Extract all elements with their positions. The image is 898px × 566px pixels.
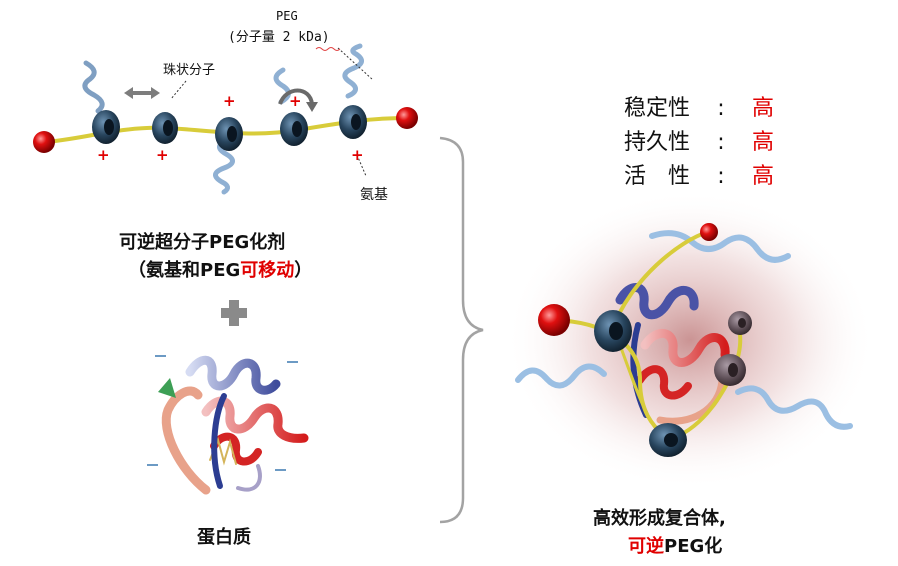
protein-ribbon — [158, 355, 309, 495]
property-row-durability: 持久性:高 — [624, 130, 775, 155]
complex-subtitle: 可逆PEG化 — [628, 536, 723, 557]
protein-label: 蛋白质 — [197, 527, 251, 548]
peg-mw-label: (分子量 2 kDa) — [228, 30, 330, 45]
peg-chains — [82, 43, 364, 195]
move-arrow — [124, 87, 160, 99]
peg-label: PEG — [276, 9, 298, 23]
brace — [439, 136, 484, 524]
charge-plus: + — [289, 92, 302, 110]
charge-plus: + — [223, 92, 236, 110]
complex-rings — [594, 310, 752, 457]
agent-subtitle: （氨基和PEG可移动） — [128, 260, 313, 281]
amino-label: 氨基 — [360, 187, 388, 203]
complex-peg — [515, 230, 853, 430]
rotate-arrow — [278, 88, 314, 105]
stopper-right — [396, 107, 418, 129]
stopper-left — [33, 131, 55, 153]
plus-sign — [221, 300, 247, 326]
charge-plus: + — [97, 146, 110, 164]
ring-beads — [92, 105, 367, 151]
complex-stopper-top — [700, 223, 718, 241]
negative-charges — [147, 355, 298, 471]
property-row-activity: 活 性:高 — [624, 164, 775, 189]
charge-plus: + — [156, 146, 169, 164]
bead-label: 珠状分子 — [163, 63, 216, 78]
complex-stopper-left — [538, 304, 570, 336]
property-row-stability: 稳定性:高 — [624, 96, 775, 121]
complex-protein — [615, 283, 730, 425]
agent-title: 可逆超分子PEG化剂 — [119, 232, 286, 253]
complex-title: 高效形成复合体, — [593, 508, 726, 529]
complex-glow — [505, 190, 875, 490]
property-list: 稳定性:高 持久性:高 活 性:高 — [624, 92, 774, 194]
charge-plus: + — [351, 146, 364, 164]
